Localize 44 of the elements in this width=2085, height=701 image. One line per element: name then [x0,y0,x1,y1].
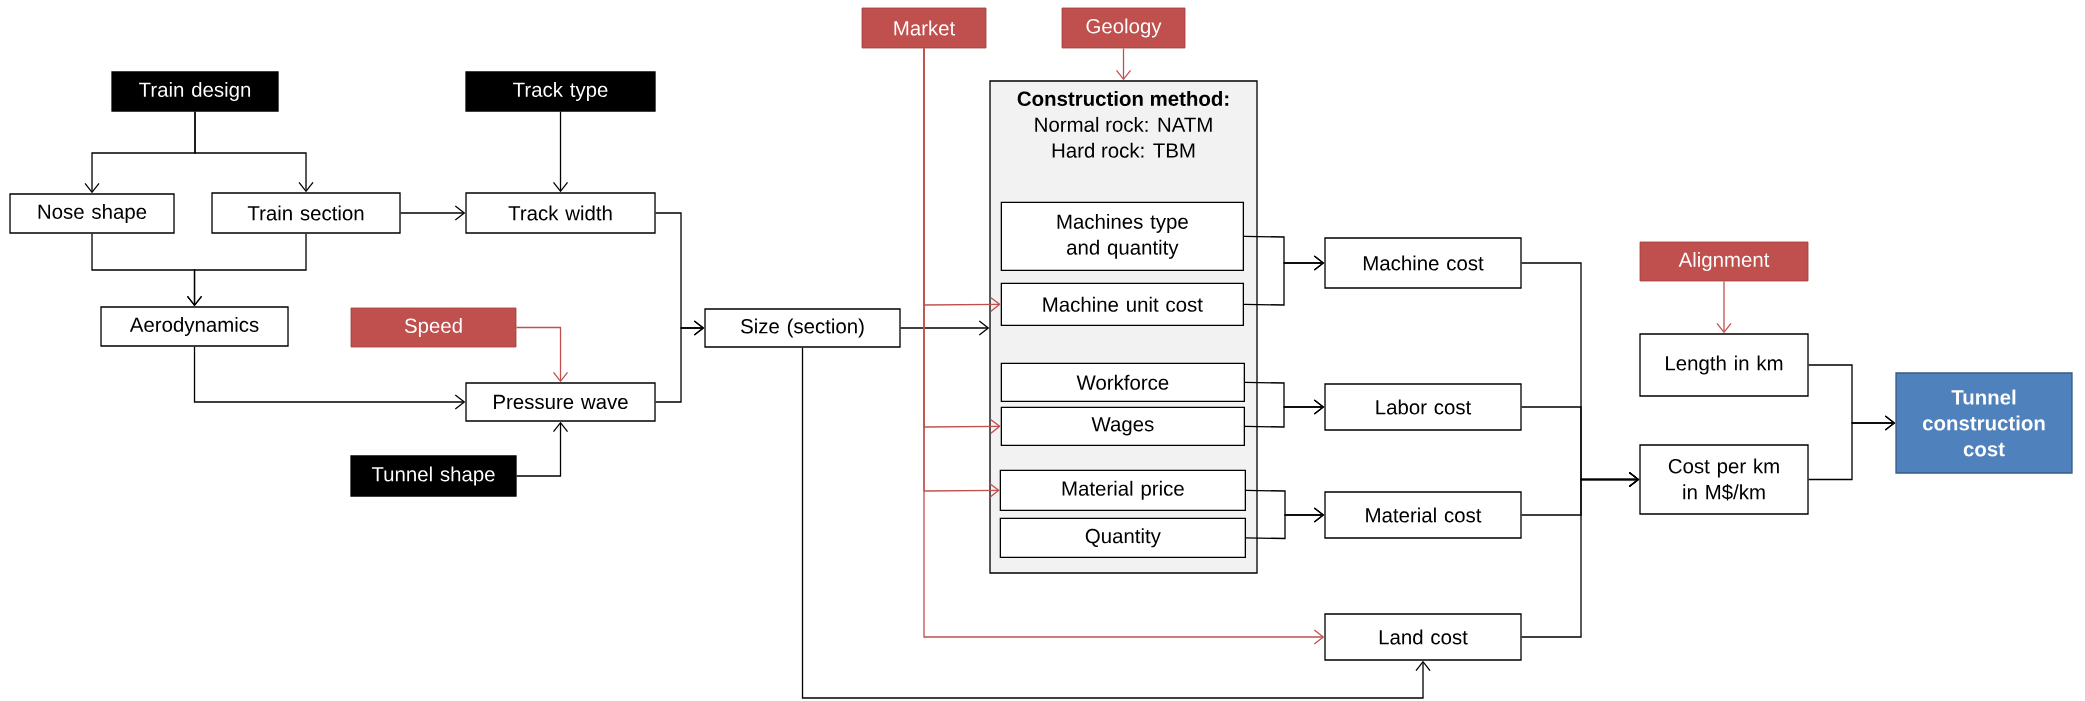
connector-arrow [655,320,705,403]
connector-arrow [1808,415,1896,481]
connector-arrow [923,47,1325,645]
process-box: Workforce [1000,362,1245,402]
connector-arrow [1115,47,1132,81]
result-box: Tunnel construction cost [1895,372,2073,474]
process-box: Length in km [1639,333,1809,397]
process-box: Train section [211,192,401,234]
process-box: Labor cost [1324,383,1522,431]
connector-arrow [193,346,466,410]
process-box: Pressure wave [465,382,656,422]
connector-arrow [194,111,314,193]
process-box: Wages [1000,406,1245,446]
connector-arrow [1244,399,1325,428]
factor-box: Geology [1061,7,1186,49]
process-box: Track width [465,192,656,234]
process-box: Land cost [1324,613,1522,661]
factor-box: Speed [350,307,517,348]
process-box: Cost per km in M$/km [1639,444,1809,515]
process-box: Quantity [999,517,1246,558]
process-box: Material cost [1324,491,1522,539]
connector-arrow [552,111,569,193]
input-box: Tunnel shape [350,455,517,497]
connector-arrow [1245,507,1325,540]
process-box: Machines type and quantity [1000,201,1244,271]
process-box: Nose shape [9,193,175,234]
process-box: Machine cost [1324,237,1522,289]
input-box: Train design [111,71,279,112]
connector-arrow [186,233,307,307]
connector-arrow [1716,280,1732,334]
process-box: Material price [999,469,1246,511]
connector-arrow [515,326,569,383]
connector-arrow [1243,255,1325,306]
process-box: Size (section) [704,308,901,348]
connector-arrow [400,205,466,221]
process-box: Machine unit cost [1000,282,1244,326]
connector-arrow [900,320,990,336]
input-box: Track type [465,71,656,112]
connector-arrow [1521,471,1640,638]
factor-box: Market [861,7,987,49]
process-box: Aerodynamics [100,306,289,347]
factor-box: Alignment [1639,241,1809,282]
connector-arrow [516,421,569,477]
connector-arrow [801,347,1431,699]
